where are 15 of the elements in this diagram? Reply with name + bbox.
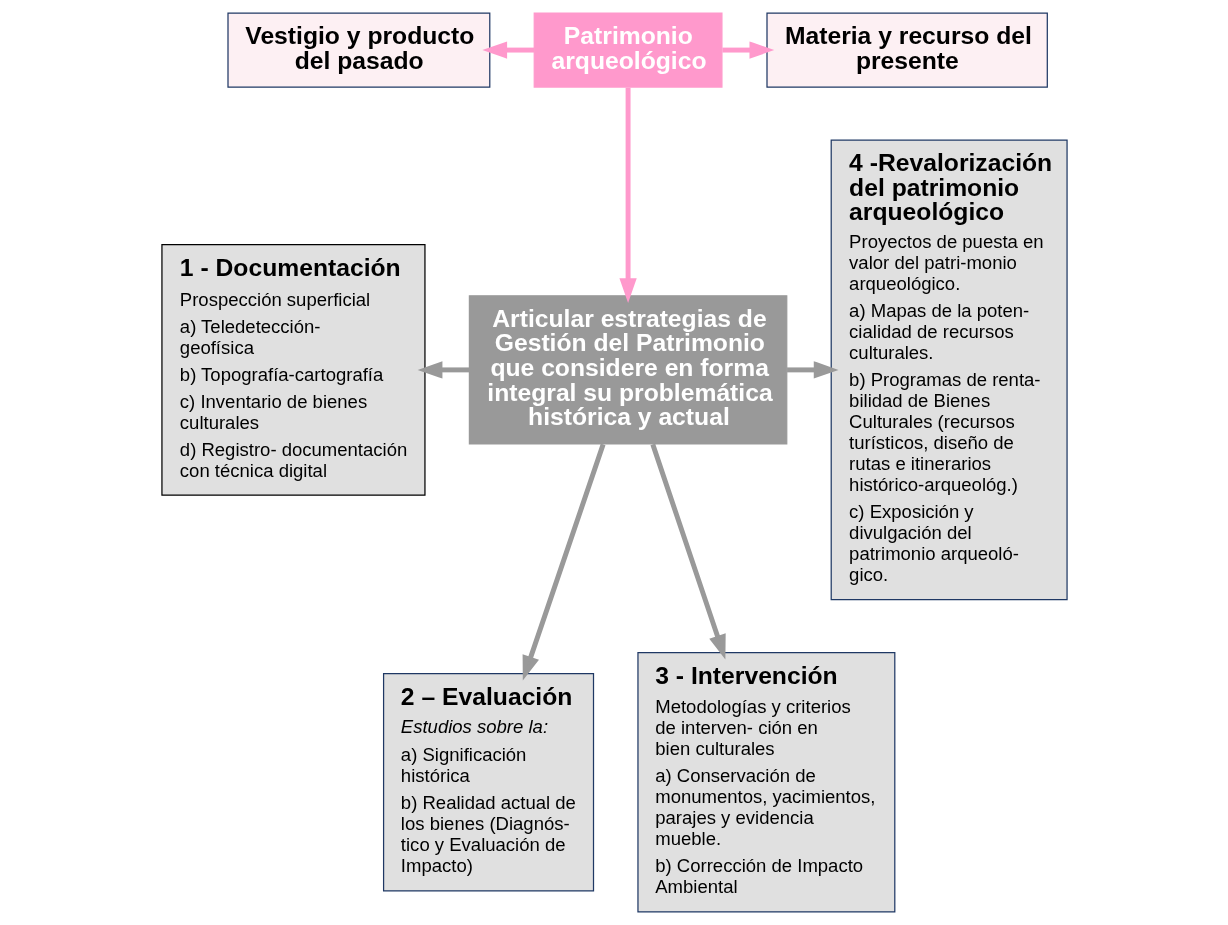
arrow xyxy=(522,443,605,681)
arrow xyxy=(786,361,839,379)
node-box: 4 -Revalorización del patrimonio arqueológico Proyectos de puesta en valor del patri-monio arqueológico. a) Mapas de la poten- cialidad de recursos culturales. b) Programas de renta- bilidad de Bienes Culturales (recursos turísticos, diseño de rutas e itinerarios histórico-arqueológ.) c) Exposición y divulgación del patrimonio arqueoló- gico. xyxy=(830,139,1068,601)
node-box: 3 - Intervención Metodologías y criterios de interven- ción en bien culturales a) Conservación de monumentos, yacimientos, parajes y evidencia mueble. b) Corrección de Impacto Ambiental xyxy=(636,652,895,913)
node-box: Materia y recurso del presente xyxy=(765,12,1048,88)
node-box: Vestigio y producto del pasado xyxy=(226,12,490,88)
arrow xyxy=(481,41,534,59)
arrow xyxy=(618,87,637,303)
arrow xyxy=(649,443,726,660)
node-box: Articular estrategias de Gestión del Patrimonio que considere en forma integral su problemática histórica y actual xyxy=(468,295,787,445)
arrow xyxy=(417,361,469,379)
node-box: 1 - Documentación Prospección superficial a) Teledetección- geofísica b) Topografía-cartografía c) Inventario de bienes culturales d) Registro- documentación con técnica digital xyxy=(160,243,426,496)
arrow xyxy=(721,41,774,59)
node-box: Patrimonio arqueológico xyxy=(533,12,723,88)
node-box: 2 – Evaluación Estudios sobre la: a) Significación histórica b) Realidad actual de los bienes (Diagnós- tico y Evaluación de Impacto) xyxy=(382,673,594,892)
